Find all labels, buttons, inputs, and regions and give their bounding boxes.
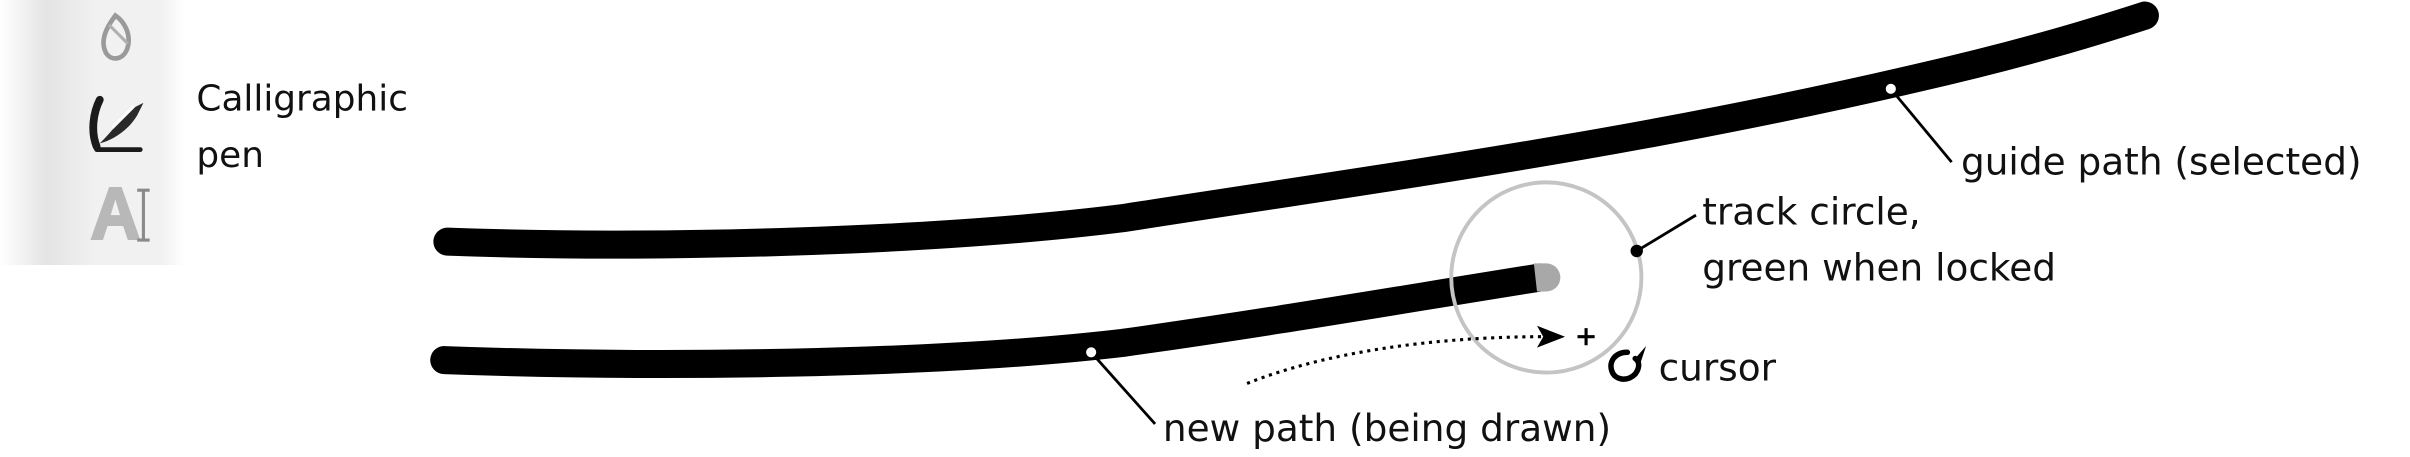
new-path [430,263,1555,378]
guide-path-callout: guide path (selected) [1960,140,2362,184]
cursor-crosshair [1577,328,1595,346]
tool-label-line2: pen [196,135,264,177]
track-circle-leader [1630,213,1697,258]
pen-tip [1533,263,1561,292]
toolbox-panel [0,0,184,265]
guide-path [433,1,2159,259]
cursor-callout: cursor [1658,346,1776,390]
tool-label: Calligraphic pen [196,72,445,184]
track-circle-callout: track circle, green when locked [1702,184,2056,296]
motion-arrowhead [1536,325,1566,348]
cursor-icon [1608,346,1647,382]
track-circle [1449,180,1644,375]
tool-label-line1: Calligraphic [196,79,408,121]
track-circle-callout-line1: track circle, [1702,190,1921,234]
text-tool-icon[interactable] [75,178,162,247]
motion-arrow [1246,335,1544,385]
pen-tool-icon[interactable] [75,6,162,75]
track-circle-callout-line2: green when locked [1702,246,2057,290]
new-path-leader [1083,344,1157,425]
guide-path-leader [1883,81,1953,164]
calligraphic-pen-icon[interactable] [75,87,162,156]
new-path-callout: new path (being drawn) [1162,406,1612,451]
